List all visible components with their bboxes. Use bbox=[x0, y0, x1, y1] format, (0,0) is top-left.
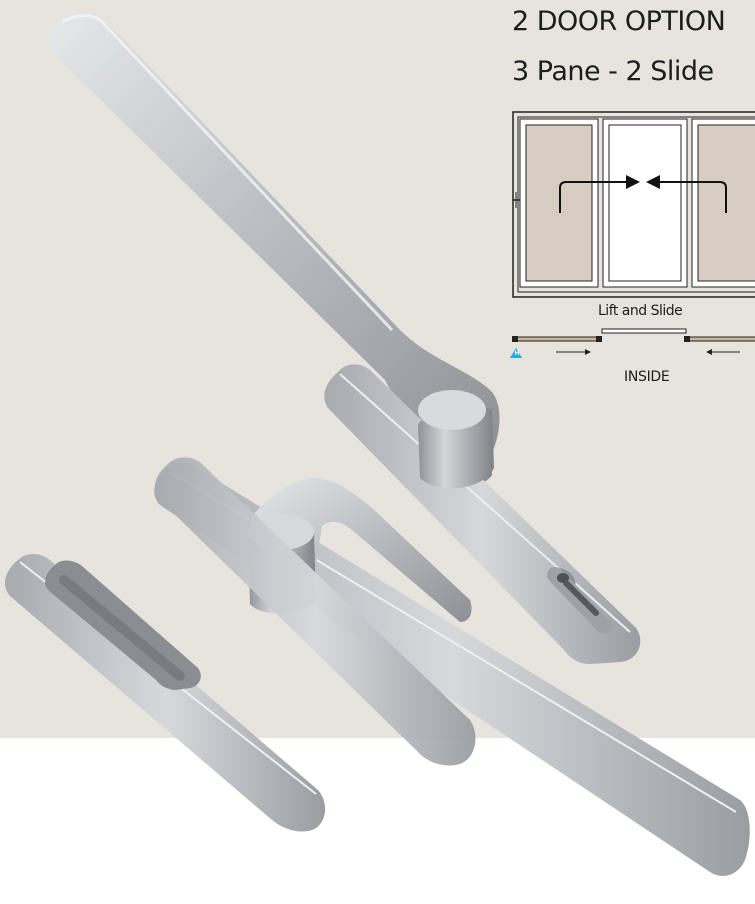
left-slide-arrow bbox=[559, 181, 632, 213]
long-lever-handle bbox=[48, 12, 641, 664]
flush-pull bbox=[4, 554, 326, 832]
pane-configuration-subtitle: 3 Pane - 2 Slide bbox=[512, 56, 714, 87]
right-slide-arrow bbox=[654, 181, 727, 213]
hinge-marker-letter: H bbox=[514, 350, 520, 357]
center-pane bbox=[602, 118, 688, 288]
short-backplate bbox=[154, 457, 476, 766]
plan-view bbox=[510, 328, 755, 358]
door-option-title: 2 DOOR OPTION bbox=[512, 6, 726, 37]
hinge-warning-icon bbox=[510, 348, 522, 358]
sliding-door-diagram bbox=[510, 111, 755, 358]
inside-label: INSIDE bbox=[624, 369, 670, 385]
lift-and-slide-label: Lift and Slide bbox=[598, 303, 683, 319]
right-pane bbox=[691, 118, 755, 288]
